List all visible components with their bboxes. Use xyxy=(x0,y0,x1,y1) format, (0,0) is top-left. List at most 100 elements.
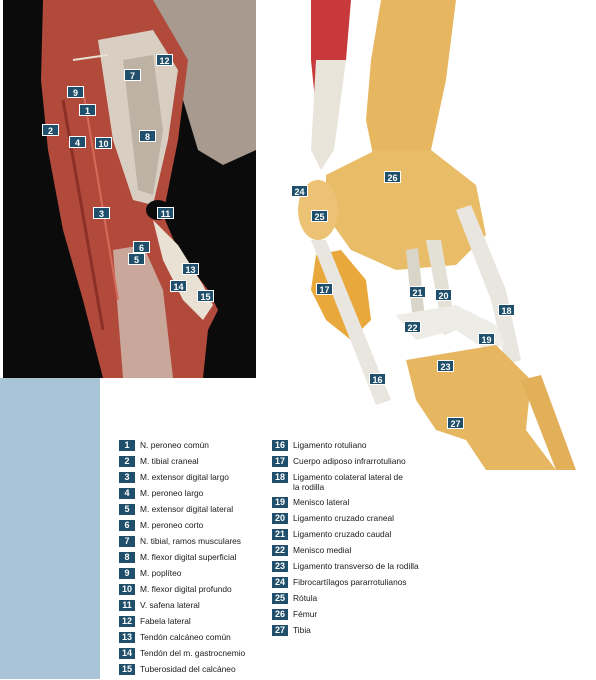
legend-num: 24 xyxy=(272,577,288,588)
legend-label: Rótula xyxy=(293,593,318,603)
legend-entry-4: 4 M. peroneo largo xyxy=(119,488,245,499)
legend-entry-20: 20 Ligamento cruzado craneal xyxy=(272,513,419,524)
legend-num: 27 xyxy=(272,625,288,636)
marker-24: 24 xyxy=(291,185,308,197)
legend-num: 18 xyxy=(272,472,288,483)
legend-entry-19: 19 Menisco lateral xyxy=(272,497,419,508)
legend-num: 23 xyxy=(272,561,288,572)
legend-num: 14 xyxy=(119,648,135,659)
legend-entry-26: 26 Fémur xyxy=(272,609,419,620)
marker-3: 3 xyxy=(93,207,110,219)
legend-label: M. peroneo largo xyxy=(140,488,204,498)
legend-num: 25 xyxy=(272,593,288,604)
legend-num: 5 xyxy=(119,504,135,515)
legend-label: Menisco medial xyxy=(293,545,352,555)
legend-entry-22: 22 Menisco medial xyxy=(272,545,419,556)
legend-entry-5: 5 M. extensor digital lateral xyxy=(119,504,245,515)
marker-25: 25 xyxy=(311,210,328,222)
legend-label: M. flexor digital profundo xyxy=(140,584,232,594)
marker-21: 21 xyxy=(409,286,426,298)
legend-entry-13: 13 Tendón calcáneo común xyxy=(119,632,245,643)
legend-num: 10 xyxy=(119,584,135,595)
legend-label: M. poplíteo xyxy=(140,568,182,578)
legend-entry-27: 27 Tibia xyxy=(272,625,419,636)
legend-num: 8 xyxy=(119,552,135,563)
legend-entry-24: 24 Fibrocartílagos pararrotulianos xyxy=(272,577,419,588)
marker-22: 22 xyxy=(404,321,421,333)
legend-label: V. safena lateral xyxy=(140,600,200,610)
legend-label: Ligamento cruzado craneal xyxy=(293,513,395,523)
legend-entry-21: 21 Ligamento cruzado caudal xyxy=(272,529,419,540)
legend-label: M. tibial craneal xyxy=(140,456,199,466)
legend-label: Menisco lateral xyxy=(293,497,350,507)
legend-num: 22 xyxy=(272,545,288,556)
legend-num: 26 xyxy=(272,609,288,620)
legend-num: 19 xyxy=(272,497,288,508)
marker-26: 26 xyxy=(384,171,401,183)
legend-num: 16 xyxy=(272,440,288,451)
sidebar-panel xyxy=(0,378,100,679)
marker-15: 15 xyxy=(197,290,214,302)
legend-entry-16: 16 Ligamento rotuliano xyxy=(272,440,419,451)
marker-13: 13 xyxy=(182,263,199,275)
legend-num: 17 xyxy=(272,456,288,467)
legend-entry-2: 2 M. tibial craneal xyxy=(119,456,245,467)
marker-10: 10 xyxy=(95,137,112,149)
marker-4: 4 xyxy=(69,136,86,148)
legend-label: Ligamento rotuliano xyxy=(293,440,367,450)
legend-entry-8: 8 M. flexor digital superficial xyxy=(119,552,245,563)
legend-label: Ligamento transverso de la rodilla xyxy=(293,561,419,571)
legend-label: Tendón del m. gastrocnemio xyxy=(140,648,246,658)
marker-12: 12 xyxy=(156,54,173,66)
marker-19: 19 xyxy=(478,333,495,345)
legend-label: Fibrocartílagos pararrotulianos xyxy=(293,577,407,587)
legend-label: Ligamento cruzado caudal xyxy=(293,529,392,539)
legend-num: 21 xyxy=(272,529,288,540)
legend-label: M. extensor digital lateral xyxy=(140,504,234,514)
legend-entry-3: 3 M. extensor digital largo xyxy=(119,472,245,483)
marker-17: 17 xyxy=(316,283,333,295)
legend-label: Tuberosidad del calcáneo xyxy=(140,664,236,674)
legend-entry-9: 9 M. poplíteo xyxy=(119,568,245,579)
marker-14: 14 xyxy=(170,280,187,292)
legend-entry-14: 14 Tendón del m. gastrocnemio xyxy=(119,648,245,659)
legend-entry-7: 7 N. tibial, ramos musculares xyxy=(119,536,245,547)
marker-2: 2 xyxy=(42,124,59,136)
legend-num: 2 xyxy=(119,456,135,467)
legend-entry-23: 23 Ligamento transverso de la rodilla xyxy=(272,561,419,572)
legend-num: 12 xyxy=(119,616,135,627)
legend-num: 20 xyxy=(272,513,288,524)
legend-num: 7 xyxy=(119,536,135,547)
knee-illustration xyxy=(256,0,596,470)
legend-label: M. extensor digital largo xyxy=(140,472,229,482)
legend-label: Tendón calcáneo común xyxy=(140,632,231,642)
legend-label: M. flexor digital superficial xyxy=(140,552,237,562)
marker-8: 8 xyxy=(139,130,156,142)
legend-num: 9 xyxy=(119,568,135,579)
marker-16: 16 xyxy=(369,373,386,385)
legend-right: 16 Ligamento rotuliano 17 Cuerpo adiposo i… xyxy=(272,440,419,641)
legend-num: 15 xyxy=(119,664,135,675)
legend-label: Tibia xyxy=(293,625,311,635)
marker-20: 20 xyxy=(435,289,452,301)
marker-1: 1 xyxy=(79,104,96,116)
marker-7: 7 xyxy=(124,69,141,81)
marker-18: 18 xyxy=(498,304,515,316)
legend-entry-12: 12 Fabela lateral xyxy=(119,616,245,627)
legend-num: 13 xyxy=(119,632,135,643)
legend-entry-10: 10 M. flexor digital profundo xyxy=(119,584,245,595)
legend-entry-25: 25 Rótula xyxy=(272,593,419,604)
legend-num: 4 xyxy=(119,488,135,499)
legend-label: Fabela lateral xyxy=(140,616,191,626)
legend-label: Cuerpo adiposo infrarrotuliano xyxy=(293,456,406,466)
legend-num: 3 xyxy=(119,472,135,483)
legend-label: Fémur xyxy=(293,609,318,619)
legend-num: 6 xyxy=(119,520,135,531)
legend-entry-15: 15 Tuberosidad del calcáneo xyxy=(119,664,245,675)
legend-label: N. tibial, ramos musculares xyxy=(140,536,241,546)
